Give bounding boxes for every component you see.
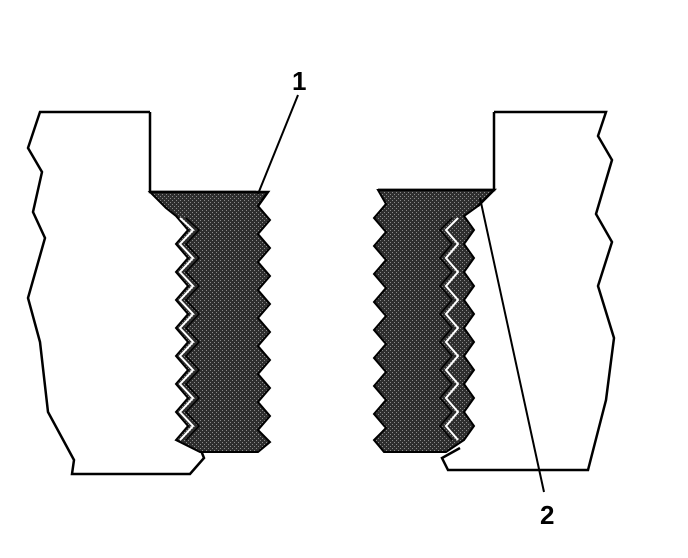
- left-housing-bore-wall: [148, 112, 256, 194]
- right-thread-white-zigzag: [444, 217, 460, 441]
- left-thread-white-zigzag: [178, 217, 195, 441]
- left-thread-region: [147, 190, 272, 453]
- right-thread-top-edge: [378, 188, 498, 207]
- right-thread-inner-zigzag: [438, 217, 453, 441]
- left-thread-body: [147, 191, 272, 453]
- right-housing-bore-wall: [378, 112, 496, 192]
- right-thread-region: [372, 188, 498, 453]
- callout-1-label: 1: [292, 66, 306, 96]
- left-thread-top-edge: [150, 190, 271, 207]
- right-thread-body: [372, 189, 497, 453]
- callout-2-leader: [479, 197, 545, 493]
- right-housing-outline: [440, 110, 616, 472]
- callout-1-leader: [257, 94, 299, 195]
- left-thread-inner-zigzag: [184, 217, 201, 441]
- left-housing-outline: [26, 110, 206, 476]
- callout-2-label: 2: [540, 500, 554, 530]
